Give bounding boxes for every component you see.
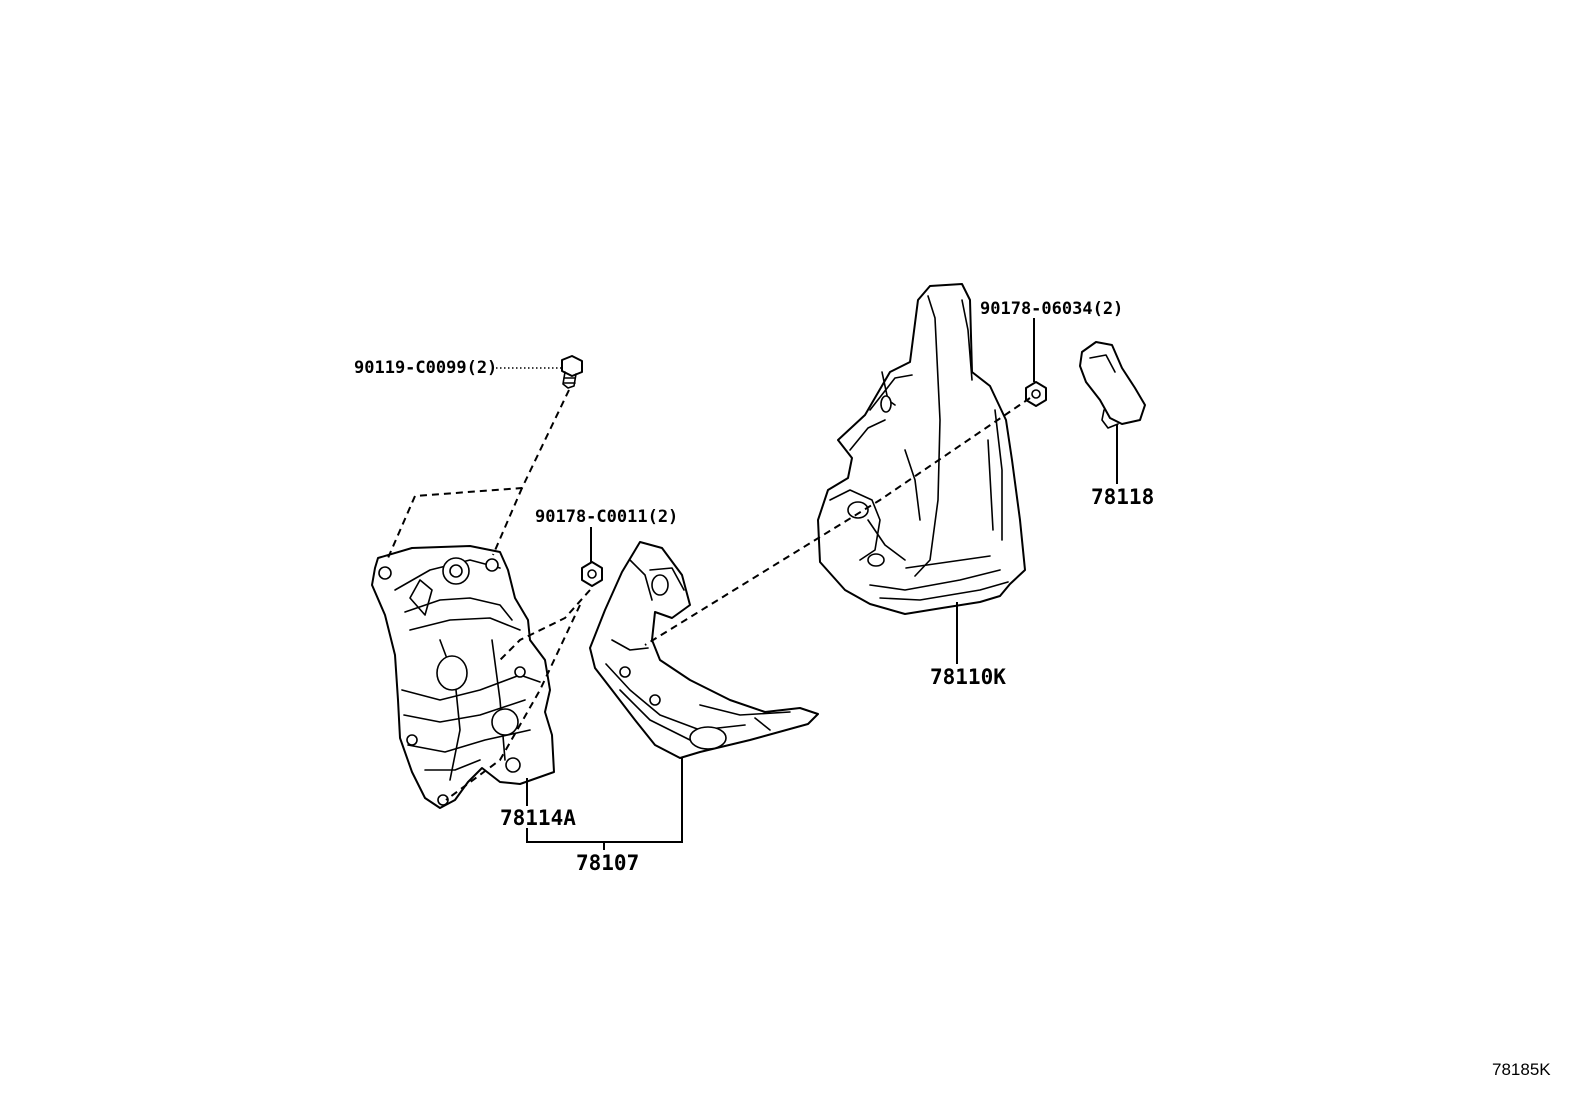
nut-icon <box>1025 381 1047 407</box>
bracket-78107-middle <box>589 541 819 759</box>
clip-78118 <box>1079 341 1146 429</box>
callout-assembly: 78107 <box>576 851 639 875</box>
callout-bolt-left: 90119-C0099(2) <box>354 358 497 378</box>
leader-lines <box>496 318 1118 850</box>
figure-code: 78185K <box>1492 1060 1551 1079</box>
assembly-dashed-lines <box>387 389 1031 801</box>
bracket-78114a <box>371 545 555 809</box>
callout-clip: 78118 <box>1091 485 1154 509</box>
nut-icon <box>581 561 603 587</box>
callout-pedal: 78110K <box>930 665 1006 689</box>
callout-nut-mid: 90178-C0011(2) <box>535 507 678 527</box>
bolt-icon <box>561 355 583 389</box>
pedal-78110k <box>817 283 1026 615</box>
callout-bracket-left: 78114A <box>500 806 576 830</box>
callout-nut-right: 90178-06034(2) <box>980 299 1123 319</box>
